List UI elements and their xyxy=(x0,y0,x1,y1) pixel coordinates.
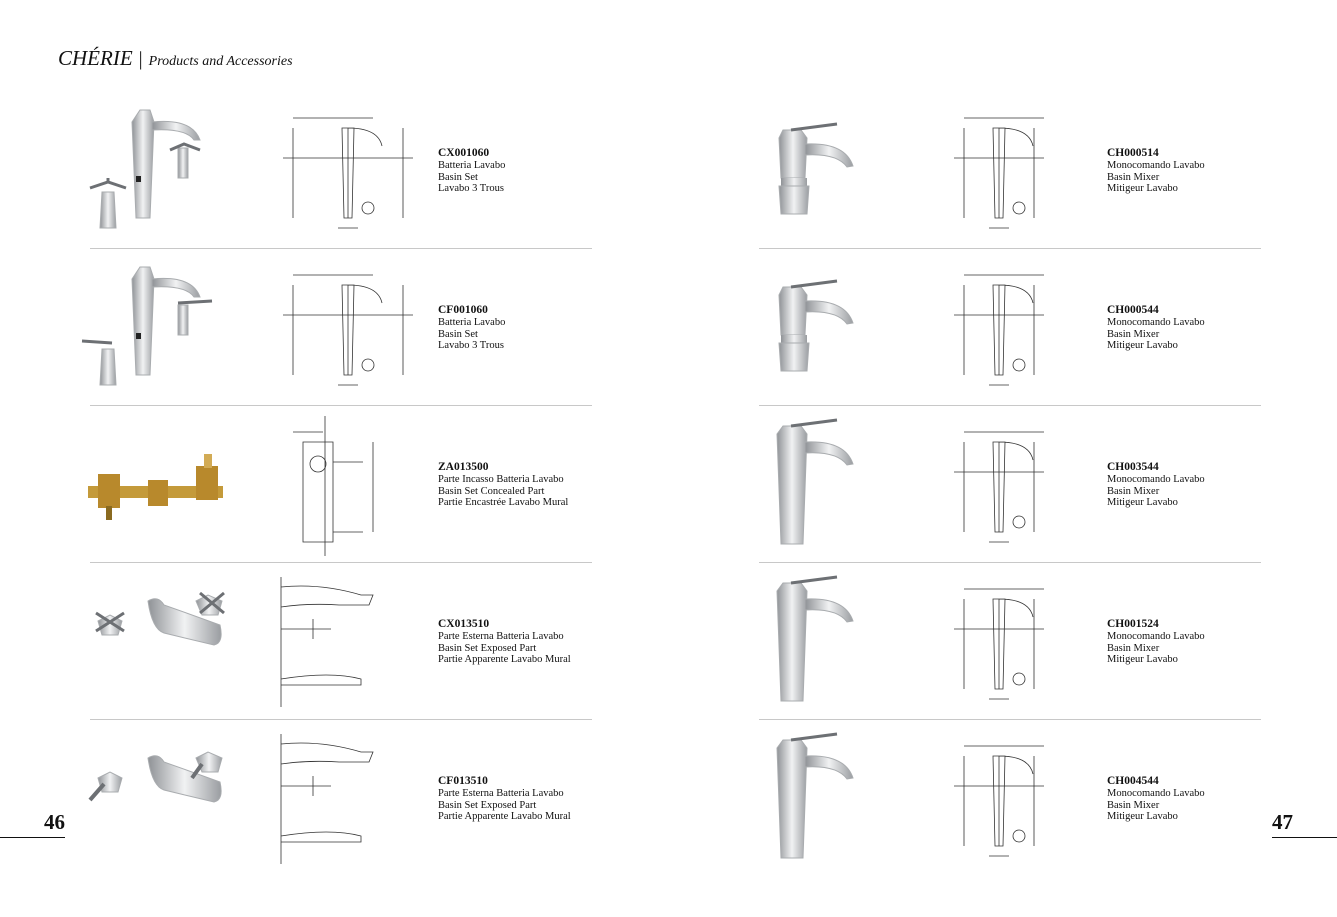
product-line: Lavabo 3 Trous xyxy=(438,183,504,195)
header-separator: | xyxy=(138,48,143,70)
product-line: Lavabo 3 Trous xyxy=(438,340,504,352)
product-photo xyxy=(769,571,869,711)
product-line: Monocomando Lavabo xyxy=(1107,159,1205,171)
product-line: Basin Mixer xyxy=(1107,328,1160,340)
technical-drawing xyxy=(273,98,423,243)
product-line: Monocomando Lavabo xyxy=(1107,473,1205,485)
product-line: Monocomando Lavabo xyxy=(1107,630,1205,642)
technical-drawing xyxy=(944,98,1054,243)
product-photo xyxy=(78,414,238,554)
product-photo xyxy=(78,728,238,868)
technical-drawing xyxy=(273,412,423,557)
product-code: CX001060 xyxy=(438,147,490,159)
technical-drawing xyxy=(944,412,1054,557)
product-line: Mitigeur Lavabo xyxy=(1107,497,1178,509)
technical-drawing xyxy=(273,569,423,714)
product-photo xyxy=(78,257,238,397)
technical-drawing xyxy=(944,726,1054,871)
brand-title: CHÉRIE xyxy=(58,46,133,70)
product-line: Monocomando Lavabo xyxy=(1107,316,1205,328)
product-line: Basin Mixer xyxy=(1107,642,1160,654)
technical-drawing xyxy=(944,255,1054,400)
product-line: Mitigeur Lavabo xyxy=(1107,340,1178,352)
product-photo xyxy=(769,728,869,868)
product-code: ZA013500 xyxy=(438,461,489,473)
product-code: CH000514 xyxy=(1107,147,1159,159)
product-line: Partie Encastrée Lavabo Mural xyxy=(438,497,569,509)
product-line: Basin Set Exposed Part xyxy=(438,642,537,654)
product-code: CH004544 xyxy=(1107,775,1159,787)
product-code: CH000544 xyxy=(1107,304,1159,316)
product-line: Mitigeur Lavabo xyxy=(1107,811,1178,823)
technical-drawing xyxy=(273,726,423,871)
header-subtitle: Products and Accessories xyxy=(148,54,293,69)
product-line: Parte Esterna Batteria Lavabo xyxy=(438,630,564,642)
product-line: Parte Esterna Batteria Lavabo xyxy=(438,787,564,799)
product-line: Mitigeur Lavabo xyxy=(1107,654,1178,666)
product-code: CH001524 xyxy=(1107,618,1159,630)
product-photo xyxy=(769,414,869,554)
technical-drawing xyxy=(273,255,423,400)
product-line: Monocomando Lavabo xyxy=(1107,787,1205,799)
product-line: Basin Set xyxy=(438,171,478,183)
product-line: Batteria Lavabo xyxy=(438,316,506,328)
product-code: CX013510 xyxy=(438,618,490,630)
product-line: Basin Set xyxy=(438,328,478,340)
product-photo xyxy=(78,100,238,240)
page-header: CHÉRIE| Products and Accessories xyxy=(58,46,293,71)
product-line: Partie Apparente Lavabo Mural xyxy=(438,811,571,823)
technical-drawing xyxy=(944,569,1054,714)
product-code: CF001060 xyxy=(438,304,488,316)
product-code: CF013510 xyxy=(438,775,488,787)
product-line: Basin Set Concealed Part xyxy=(438,485,545,497)
product-line: Batteria Lavabo xyxy=(438,159,506,171)
product-line: Parte Incasso Batteria Lavabo xyxy=(438,473,564,485)
product-line: Basin Mixer xyxy=(1107,171,1160,183)
page-number-left: 46 xyxy=(0,810,65,838)
product-line: Partie Apparente Lavabo Mural xyxy=(438,654,571,666)
product-line: Mitigeur Lavabo xyxy=(1107,183,1178,195)
product-photo xyxy=(78,571,238,711)
product-photo xyxy=(769,257,869,397)
product-code: CH003544 xyxy=(1107,461,1159,473)
product-line: Basin Mixer xyxy=(1107,799,1160,811)
product-line: Basin Mixer xyxy=(1107,485,1160,497)
page-number-right: 47 xyxy=(1272,810,1337,838)
product-line: Basin Set Exposed Part xyxy=(438,799,537,811)
product-photo xyxy=(769,100,869,240)
